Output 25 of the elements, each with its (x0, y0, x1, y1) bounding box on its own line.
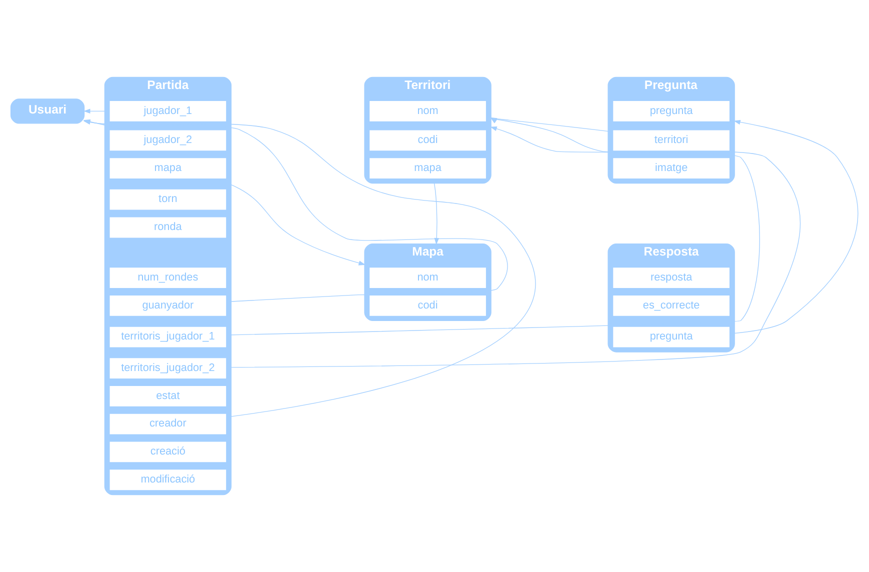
node-box: territori (612, 128, 731, 152)
node-box: resposta (612, 266, 731, 290)
node-box: nom (368, 100, 488, 123)
node-box: ronda (108, 216, 228, 240)
node-box: codi (368, 128, 488, 152)
node-box: pregunta (612, 325, 731, 349)
node-box: territoris_jugador_2 (108, 356, 228, 380)
node-box: jugador_2 (108, 128, 228, 152)
node-box: modificació (108, 468, 228, 492)
node-box: torn (108, 188, 228, 212)
node-box: mapa (108, 156, 228, 180)
node-box: mapa (368, 156, 488, 180)
node-box: imatge (612, 156, 731, 180)
node-box: territoris_jugador_1 (108, 325, 228, 349)
node-box: es_correcte (612, 294, 731, 318)
node-box: pregunta (612, 100, 731, 123)
node-box: jugador_1 (108, 100, 228, 123)
node-box: estat (108, 384, 228, 408)
node-box: codi (368, 294, 488, 318)
node-box: creació (108, 440, 228, 464)
node-box: guanyador (108, 294, 228, 318)
node-box: nom (368, 266, 488, 290)
node-box: Usuari (10, 98, 85, 124)
node-box: creador (108, 412, 228, 436)
node-box: num_rondes (108, 266, 228, 290)
